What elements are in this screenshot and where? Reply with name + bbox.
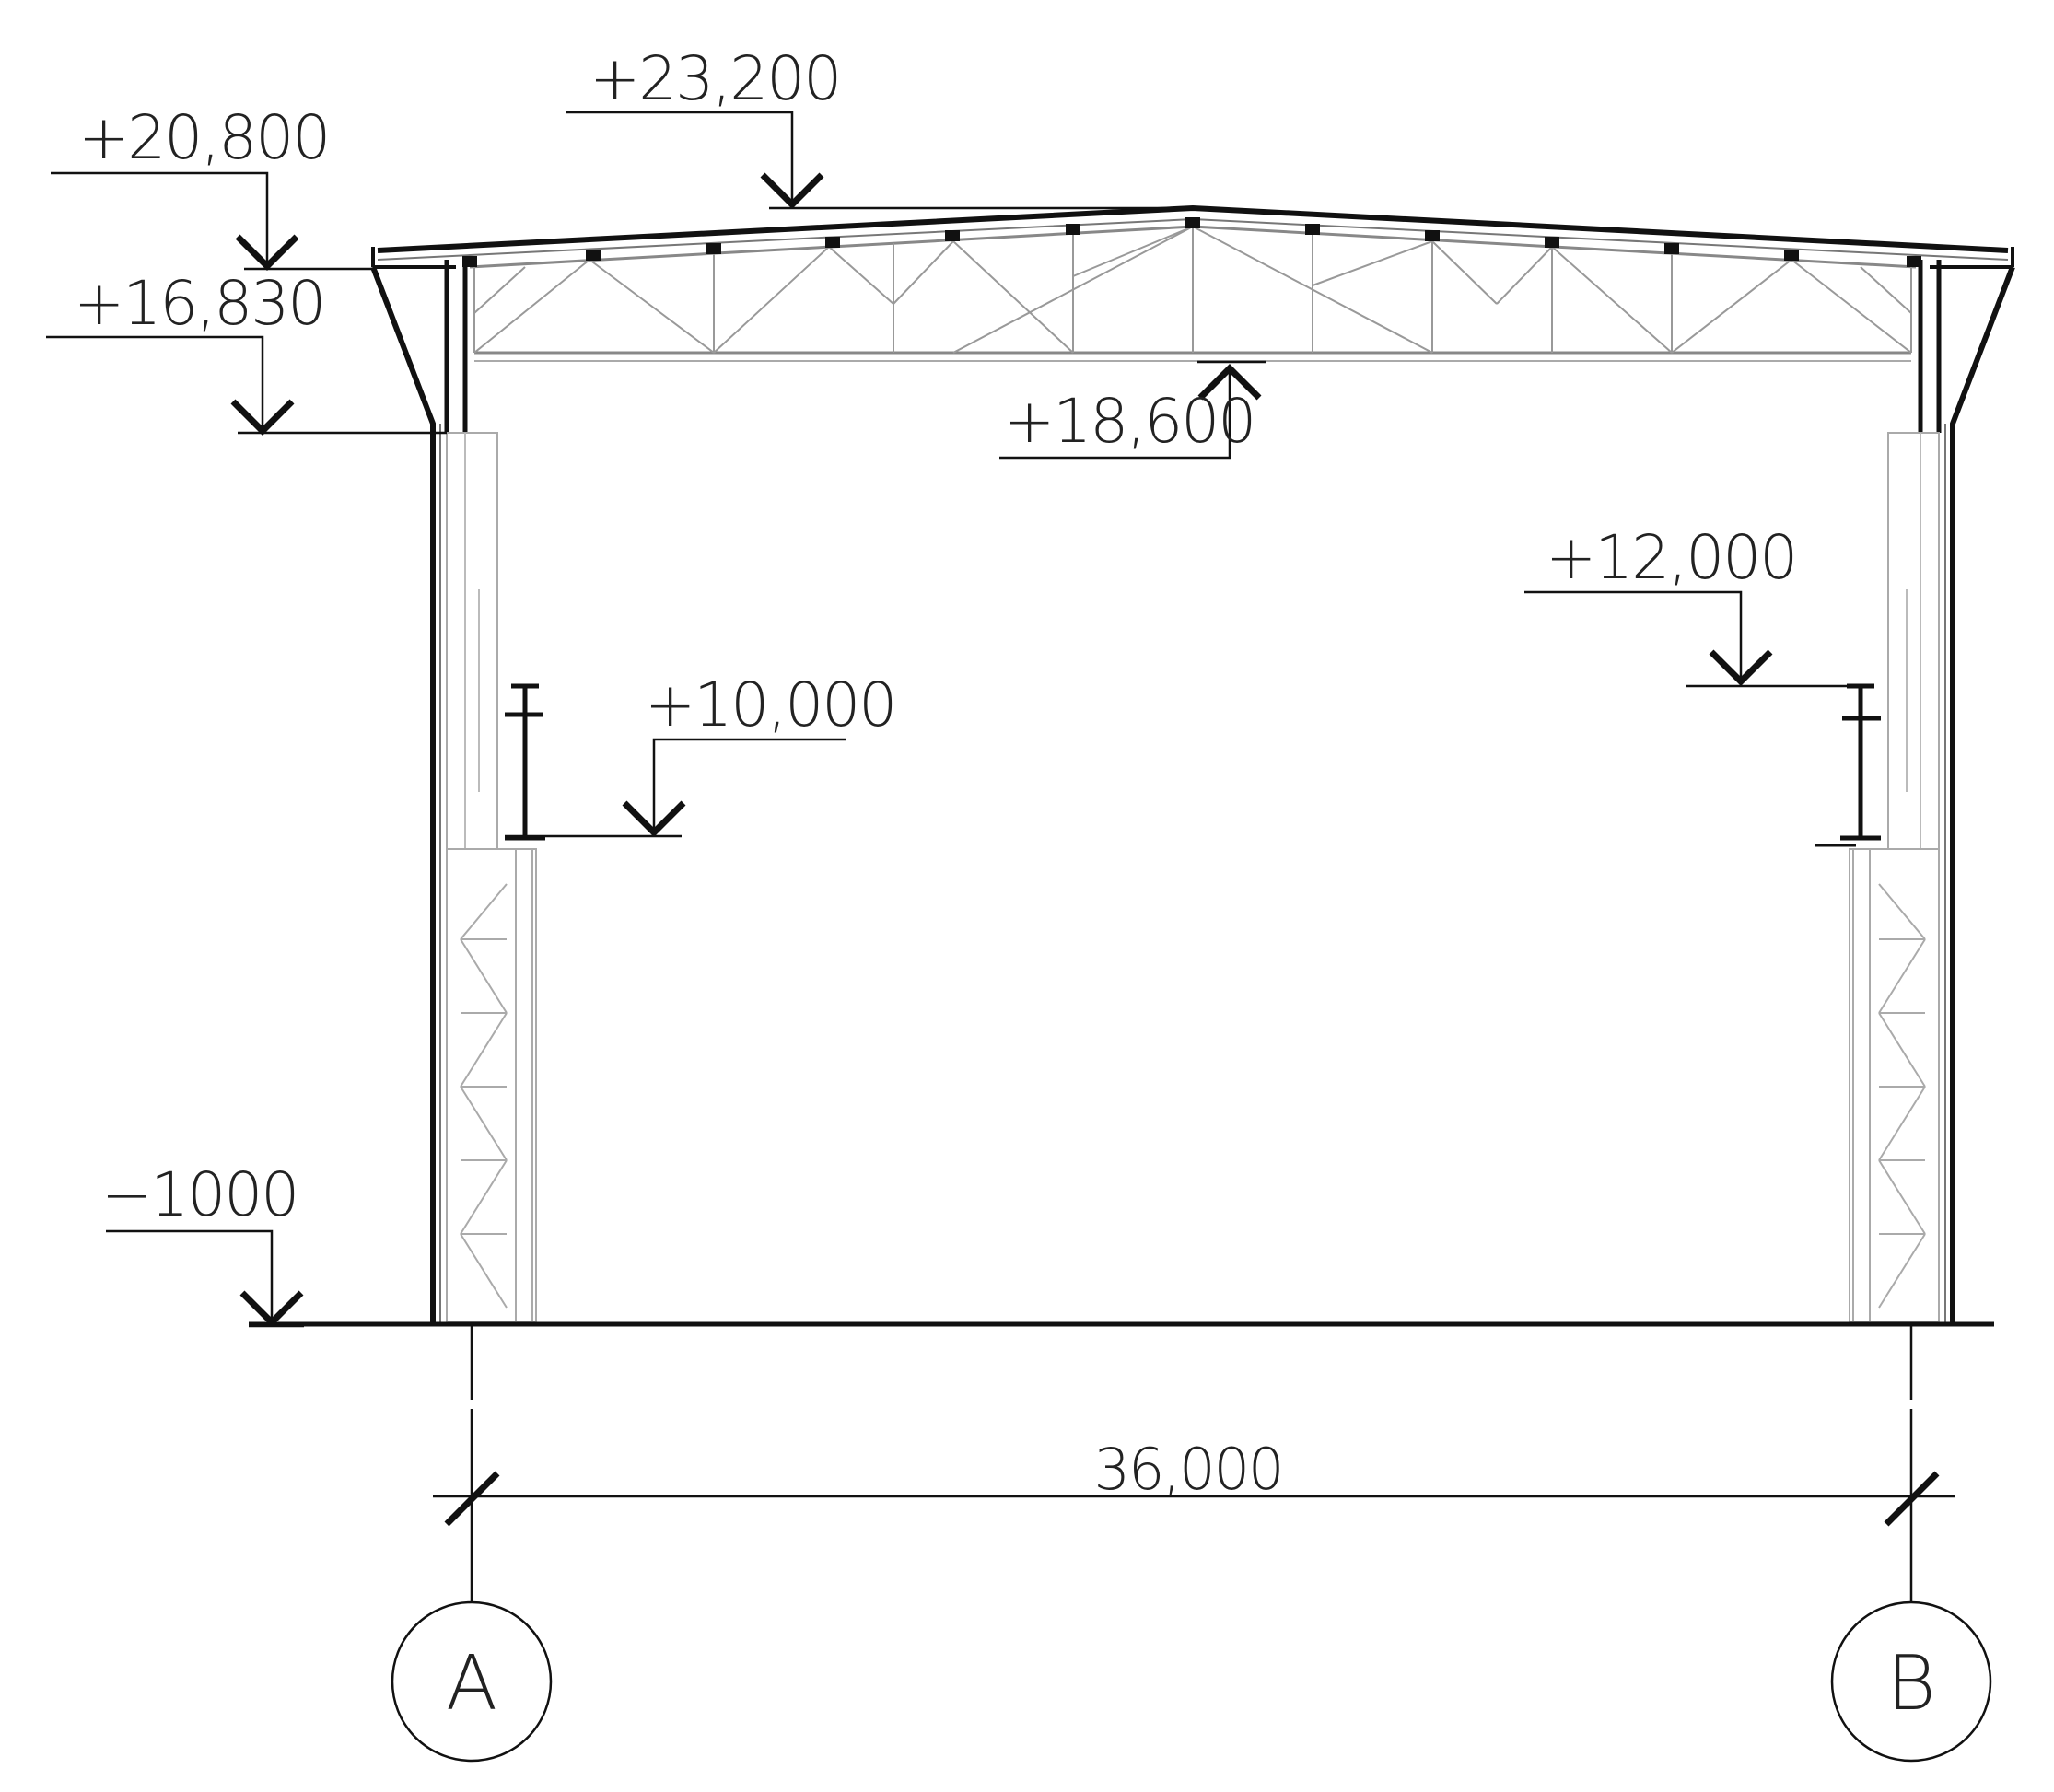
span-dimension-line: [433, 1471, 1955, 1527]
roof-truss: [371, 204, 2014, 362]
left-wall: [370, 260, 545, 1323]
elevation-label-eaves: +20,800: [78, 102, 329, 173]
elevation-marker-top-ridge: [566, 111, 1193, 210]
elevation-label-truss-bottom: +18,600: [1004, 386, 1255, 457]
elevation-label-crane-rail-left: +10,000: [645, 669, 895, 740]
axis-bubble-a: A: [391, 1600, 553, 1763]
elevation-marker-crane-rail-left: [505, 738, 846, 838]
truss-verticals: [473, 227, 1912, 353]
right-crane-girder: [1815, 683, 1881, 847]
left-lattice-diagonals: [460, 883, 508, 1309]
truss-diagonals: [473, 226, 1912, 354]
elevation-marker-truss-bottom: [999, 360, 1266, 460]
axis-label-b: B: [1886, 1640, 1936, 1728]
elevation-marker-eaves: [51, 171, 373, 271]
roof-purlins: [462, 217, 1921, 267]
axis-bubble-b: B: [1830, 1600, 1992, 1763]
left-crane-girder: [505, 683, 545, 841]
elevation-label-top-ridge: +23,200: [589, 43, 840, 114]
span-dimension-label: 36,000: [1094, 1436, 1283, 1503]
elevation-marker-column-top: [46, 335, 447, 436]
elevation-label-crane-rail-right: +12,000: [1546, 522, 1796, 593]
right-wall: [1815, 260, 2015, 1323]
elevation-marker-ground: [106, 1229, 304, 1328]
elevation-label-column-top: +16,830: [74, 268, 324, 339]
right-lattice-diagonals: [1878, 883, 1926, 1309]
axis-label-a: A: [446, 1640, 497, 1728]
elevation-label-ground: −1000: [101, 1159, 298, 1230]
elevation-marker-crane-rail-right: [1524, 590, 1870, 688]
